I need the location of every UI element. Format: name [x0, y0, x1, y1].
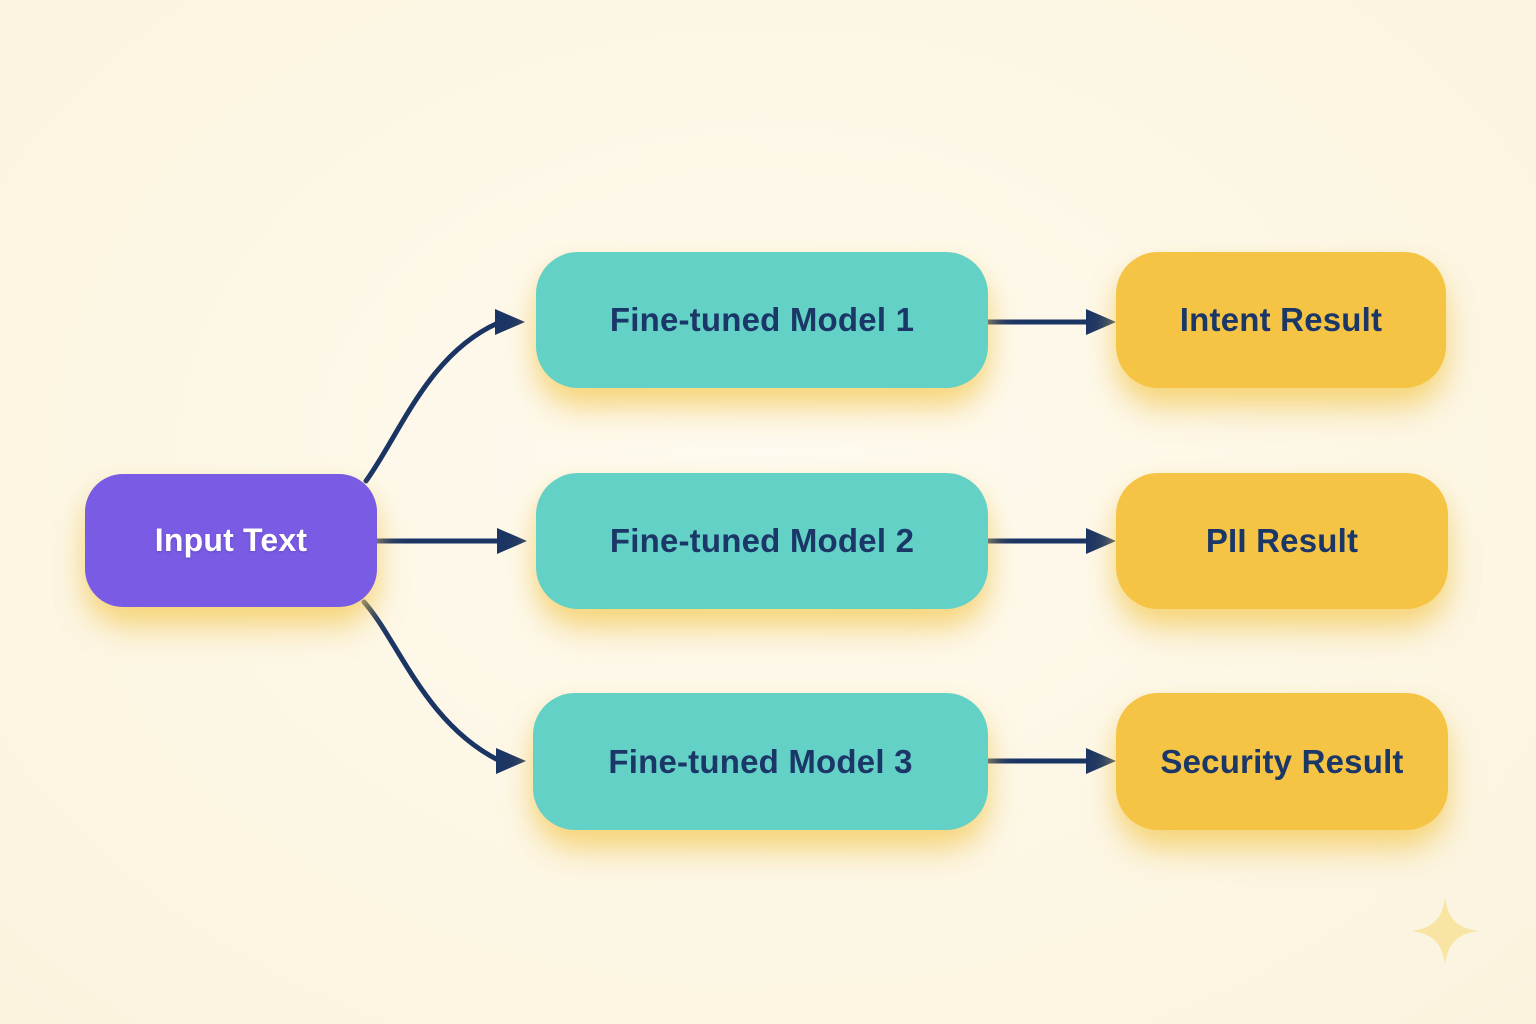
- input-text-label: Input Text: [154, 522, 308, 558]
- intent-result-label: Intent Result: [1179, 301, 1383, 338]
- arrowhead-result2: [1086, 528, 1116, 554]
- fine-tuned-model-3-label: Fine-tuned Model 3: [608, 742, 913, 780]
- arrowhead-result3: [1086, 748, 1116, 774]
- pii-result-node: PII Result: [1116, 473, 1448, 609]
- arrowhead-model3: [496, 748, 526, 774]
- arrow-lines-group: [361, 319, 1093, 764]
- fine-tuned-model-1-node: Fine-tuned Model 1: [536, 252, 988, 388]
- arrow-input-to-model1: [363, 320, 501, 484]
- arrow-input-to-model3: [361, 599, 501, 763]
- intent-result-node: Intent Result: [1116, 252, 1446, 388]
- fine-tuned-model-1-label: Fine-tuned Model 1: [609, 301, 915, 338]
- fine-tuned-model-3-node: Fine-tuned Model 3: [533, 693, 988, 830]
- fine-tuned-model-2-label: Fine-tuned Model 2: [609, 522, 915, 559]
- sparkle-icon: [1412, 898, 1478, 964]
- pii-result-label: PII Result: [1205, 522, 1359, 559]
- security-result-label: Security Result: [1160, 742, 1404, 780]
- arrowheads-group: [495, 309, 1116, 774]
- fine-tuned-model-2-node: Fine-tuned Model 2: [536, 473, 988, 609]
- arrowhead-model2: [497, 528, 527, 554]
- security-result-node: Security Result: [1116, 693, 1448, 830]
- arrowhead-result1: [1086, 309, 1116, 335]
- arrowhead-model1: [495, 309, 525, 335]
- input-text-node: Input Text: [85, 474, 377, 607]
